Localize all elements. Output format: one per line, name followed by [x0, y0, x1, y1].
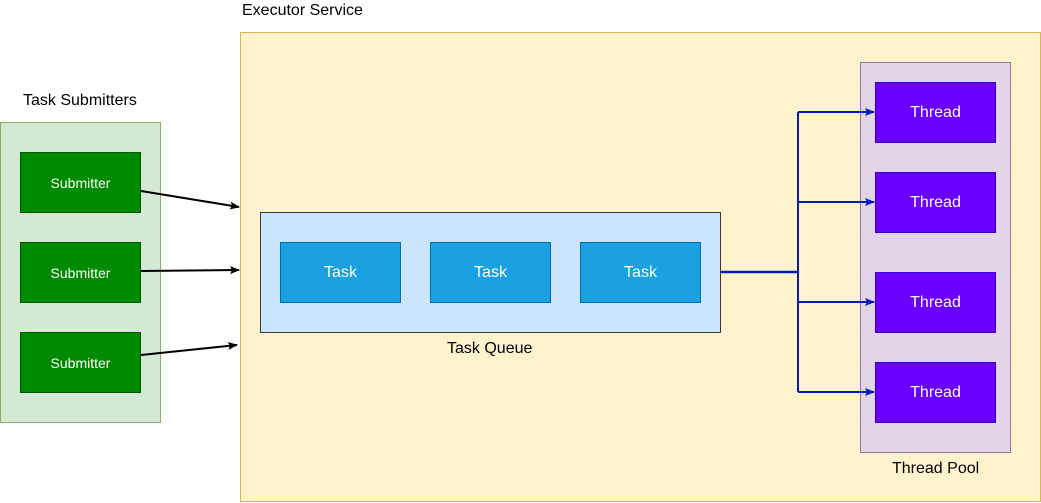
submitter-node[interactable]: Submitter: [20, 152, 141, 213]
executor-service-title: Executor Service: [242, 2, 363, 19]
task-queue-label: Task Queue: [447, 340, 533, 357]
submitter-node[interactable]: Submitter: [20, 242, 141, 303]
thread-node[interactable]: Thread: [875, 362, 996, 423]
task-node[interactable]: Task: [280, 242, 401, 303]
thread-pool-label: Thread Pool: [892, 460, 980, 477]
thread-node[interactable]: Thread: [875, 172, 996, 233]
thread-node[interactable]: Thread: [875, 82, 996, 143]
submitter-node[interactable]: Submitter: [20, 332, 141, 393]
task-node[interactable]: Task: [580, 242, 701, 303]
thread-node[interactable]: Thread: [875, 272, 996, 333]
task-submitters-title: Task Submitters: [23, 92, 137, 109]
task-node[interactable]: Task: [430, 242, 551, 303]
